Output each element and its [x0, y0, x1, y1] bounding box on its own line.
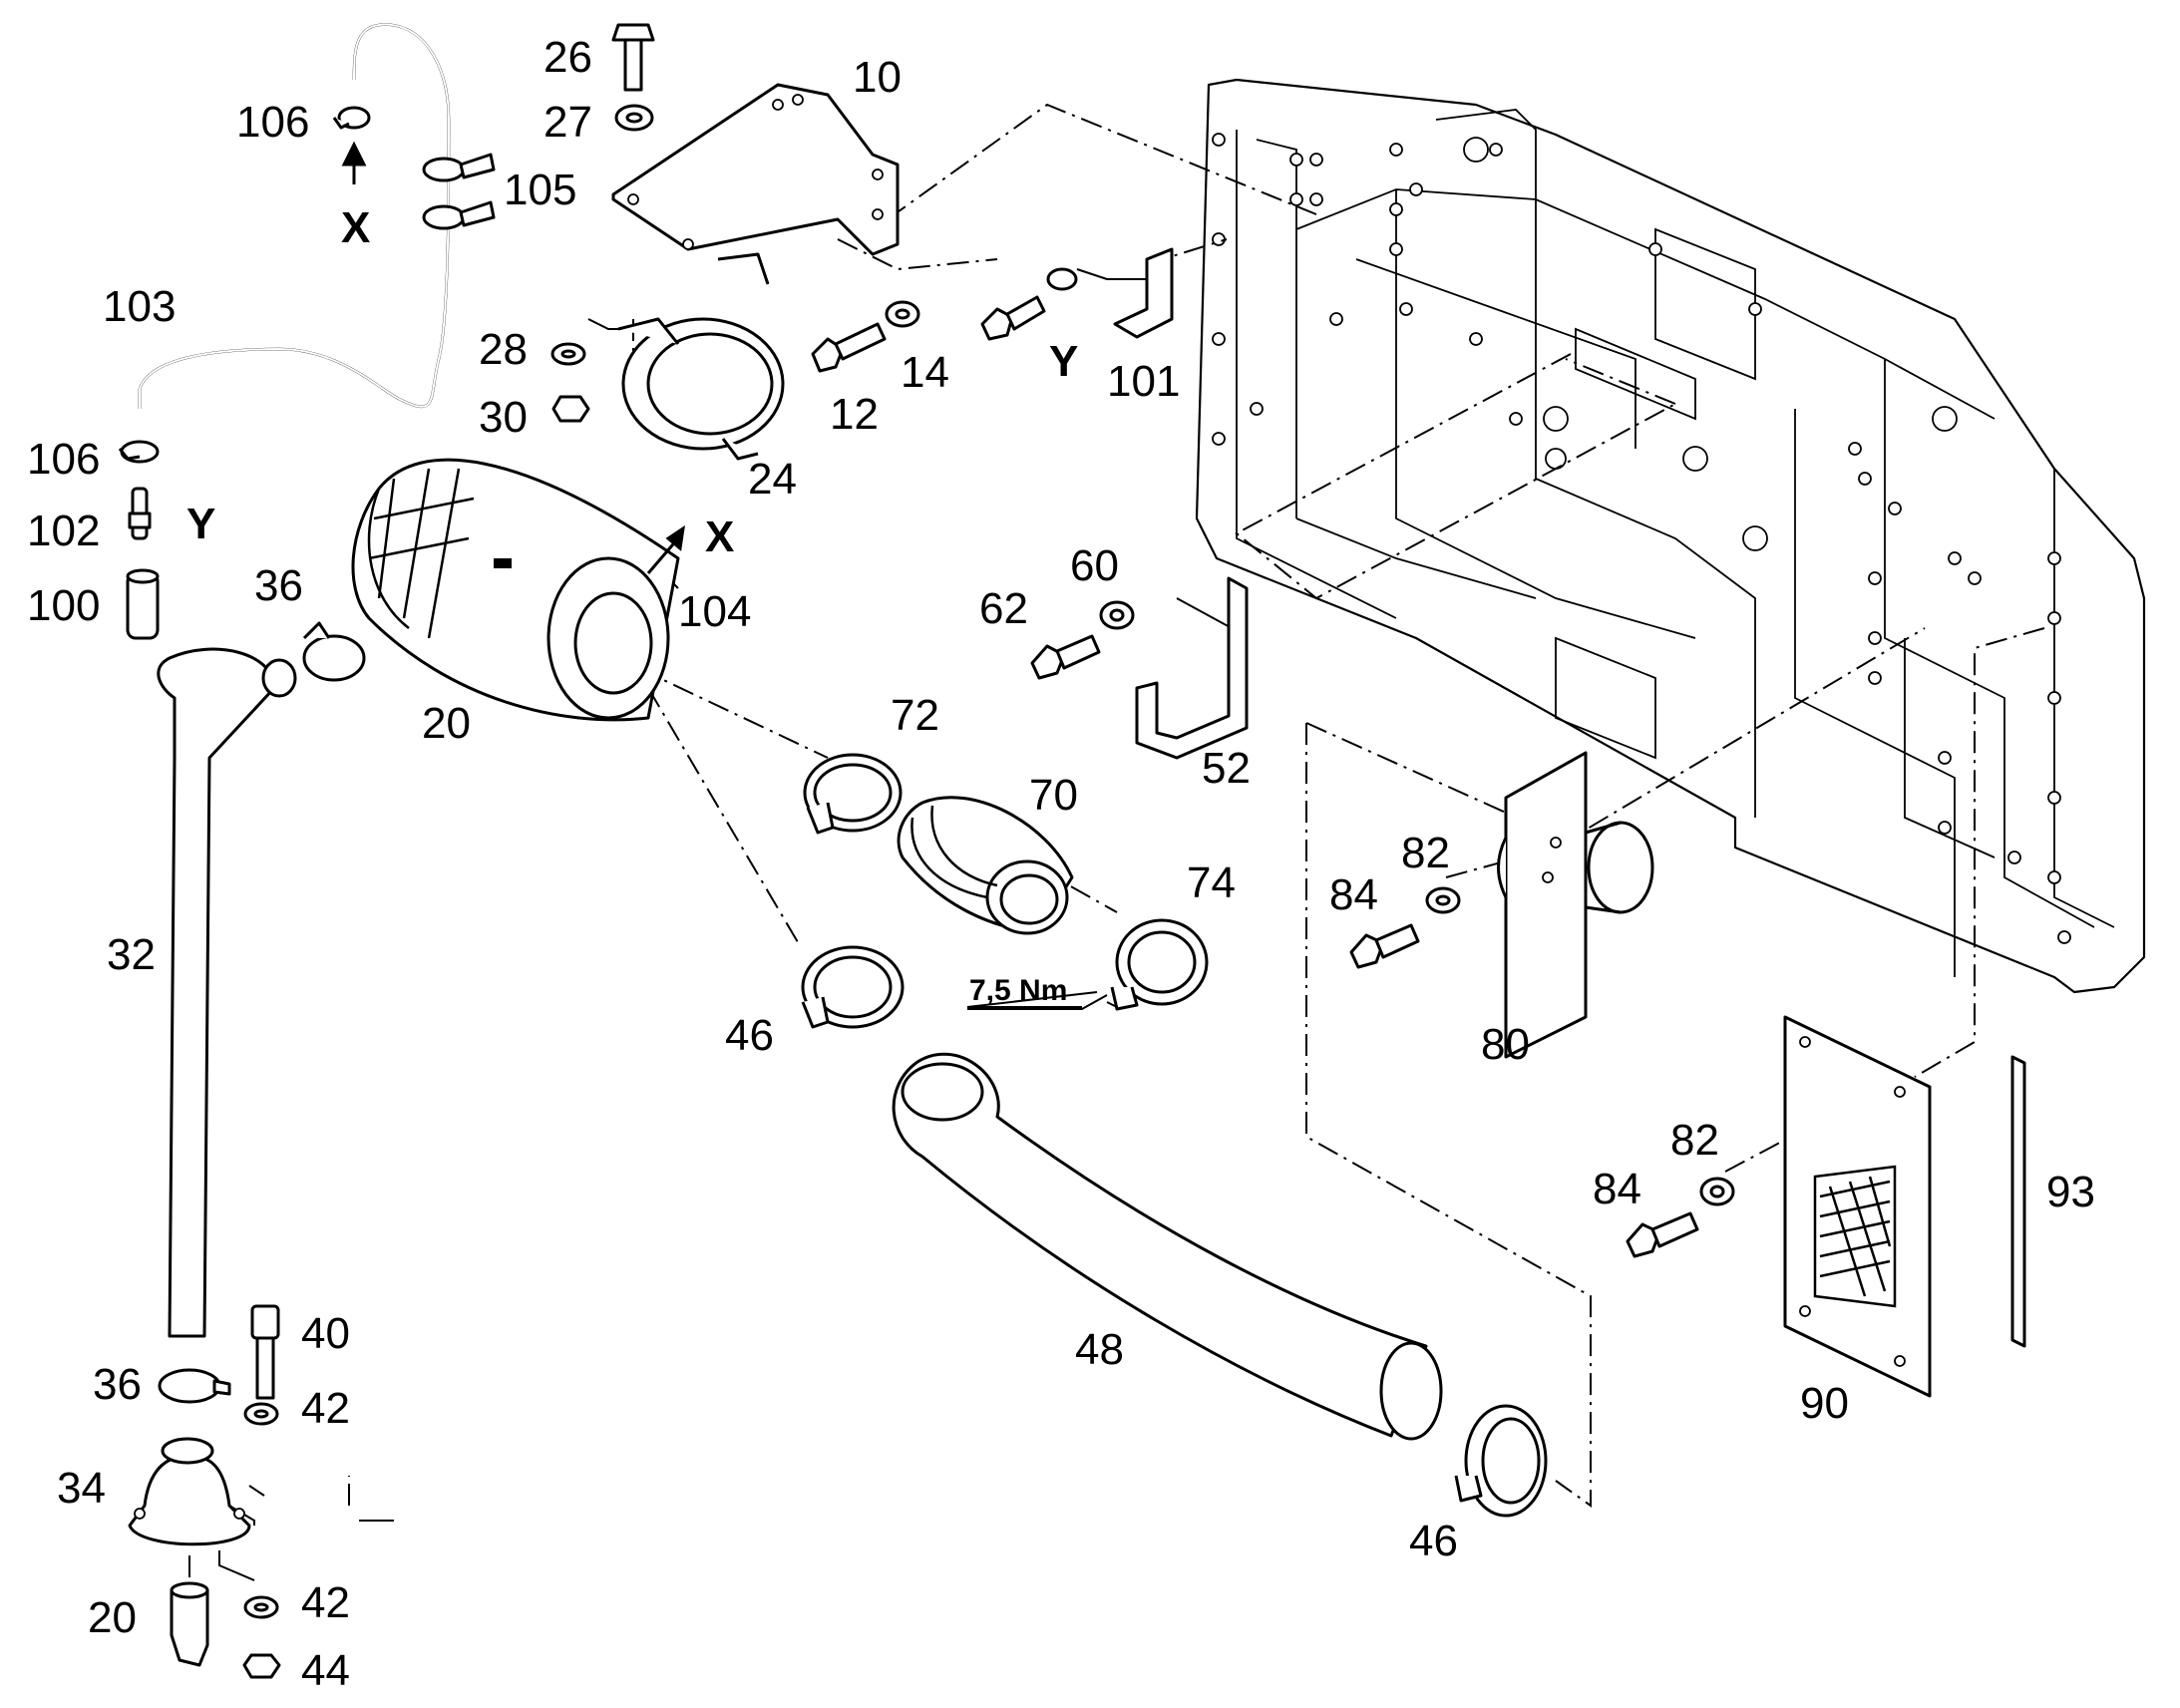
callout-42-lower: 42 [301, 1578, 350, 1627]
callout-103: 103 [103, 282, 176, 331]
bracket-80 [1497, 751, 1654, 1059]
air-filter-20 [351, 458, 680, 722]
callout-101: 101 [1107, 357, 1180, 406]
strip-93 [2010, 1055, 2026, 1348]
callout-46-upper: 46 [725, 1011, 774, 1060]
callout-42-upper: 42 [301, 1384, 350, 1433]
callout-82-lower: 82 [1670, 1116, 1719, 1165]
washer-42-lower [243, 1595, 279, 1619]
marker-y-connector: Y [186, 500, 215, 548]
bolt-40 [250, 1304, 280, 1400]
callout-90: 90 [1800, 1379, 1849, 1428]
callout-20-filter: 20 [422, 699, 471, 748]
callout-28: 28 [479, 325, 528, 374]
clamp-106-bottom [118, 440, 160, 464]
valve-34 [128, 1437, 251, 1546]
callout-80: 80 [1481, 1020, 1530, 1069]
clamp-36-lower [158, 1368, 231, 1404]
chassis-housing [1195, 78, 2146, 994]
callout-105: 105 [504, 166, 576, 214]
marker-y-bracket: Y [1049, 337, 1078, 386]
bolt-84-upper [1349, 923, 1420, 969]
callout-93: 93 [2046, 1168, 2095, 1216]
connector-102 [128, 487, 152, 540]
washer-27 [614, 104, 654, 132]
hose-32 [157, 647, 297, 1338]
callout-100: 100 [27, 581, 100, 630]
arrow-x-up [341, 141, 367, 184]
callouts: 26 27 10 106 105 103 28 30 12 14 101 24 … [27, 33, 2095, 1695]
pipe-70 [897, 796, 1074, 935]
callout-60: 60 [1070, 541, 1119, 590]
washer-82-lower [1699, 1177, 1735, 1206]
callout-62: 62 [979, 584, 1028, 633]
callout-52: 52 [1202, 744, 1251, 793]
clamp-36-upper [302, 621, 366, 682]
callout-20-valve: 20 [88, 1593, 137, 1642]
clamp-46-lower [1454, 1404, 1548, 1518]
marker-x-filter: X [705, 512, 734, 561]
clip-105 [422, 153, 496, 230]
bracket-10 [611, 83, 900, 256]
callout-36-upper: 36 [254, 561, 303, 610]
washer-60 [1099, 600, 1135, 630]
callout-36-lower: 36 [93, 1360, 142, 1409]
marker-x-hose: X [341, 203, 370, 252]
callout-106-bottom: 106 [27, 435, 100, 484]
callout-82-upper: 82 [1401, 829, 1450, 877]
callout-72: 72 [891, 691, 939, 740]
washer-82-upper [1425, 886, 1461, 914]
bracket-52 [1135, 576, 1249, 760]
clamp-72 [803, 753, 903, 835]
grille-plate-90 [1783, 1015, 1932, 1398]
callout-48: 48 [1075, 1325, 1124, 1374]
callout-14: 14 [901, 348, 949, 397]
clamp-106-top [332, 106, 371, 130]
washer-42-upper [243, 1402, 279, 1426]
callout-24: 24 [748, 455, 797, 504]
callout-70: 70 [1029, 771, 1078, 820]
valve-20-bottom [170, 1581, 209, 1667]
tube-103 [138, 23, 451, 409]
callout-106-top: 106 [236, 98, 309, 147]
callout-84-upper: 84 [1329, 870, 1378, 919]
callout-102: 102 [27, 507, 100, 555]
bolt-26 [611, 23, 655, 92]
callout-12: 12 [830, 390, 879, 439]
callout-34: 34 [57, 1464, 106, 1513]
callout-26: 26 [544, 33, 592, 82]
bracket-101 [1113, 247, 1174, 339]
bolt-101-ghost [980, 267, 1078, 341]
clamp-46-upper [801, 945, 905, 1029]
arrow-x-104 [646, 524, 685, 574]
callout-44: 44 [301, 1646, 350, 1695]
washer-28 [550, 342, 586, 366]
bolt-84-lower [1626, 1211, 1699, 1258]
nut-30 [551, 395, 590, 423]
bolt-12 [811, 322, 887, 373]
callout-84-lower: 84 [1593, 1165, 1641, 1213]
callout-40: 40 [301, 1309, 350, 1358]
torque-label: 7,5 Nm [969, 974, 1067, 1007]
callout-46-lower: 46 [1409, 1517, 1458, 1565]
strap-24 [617, 252, 785, 461]
bolt-62 [1030, 634, 1101, 680]
callout-30: 30 [479, 393, 528, 442]
torque-note: 7,5 Nm [967, 974, 1108, 1010]
cap-100 [126, 568, 160, 640]
callout-27: 27 [544, 98, 592, 147]
leader-lines [218, 268, 1233, 1581]
callout-104: 104 [678, 587, 751, 636]
callout-10: 10 [853, 53, 902, 102]
nut-44 [242, 1653, 281, 1679]
washer-14 [885, 300, 920, 328]
callout-74: 74 [1187, 858, 1236, 907]
clamp-74 [1110, 918, 1209, 1011]
pipe-48 [892, 1052, 1443, 1441]
callout-32: 32 [107, 930, 156, 979]
